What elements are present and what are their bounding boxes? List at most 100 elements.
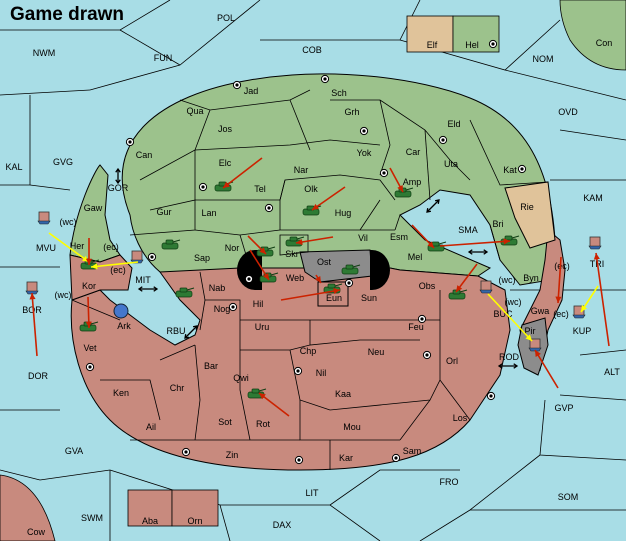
province-label[interactable]: FUN <box>154 53 173 63</box>
province-label[interactable]: Obs <box>419 281 436 291</box>
province-label[interactable]: Sap <box>194 253 210 263</box>
province-label[interactable]: Pir <box>525 326 536 336</box>
province-label[interactable]: Olk <box>304 184 318 194</box>
province-label[interactable]: Eld <box>447 119 460 129</box>
province-label[interactable]: Qwi <box>233 373 249 383</box>
province-label[interactable]: Sam <box>403 446 422 456</box>
province-label[interactable]: (ec) <box>110 265 126 275</box>
province-label[interactable]: Aba <box>142 516 158 526</box>
province-label[interactable]: Elf <box>427 40 438 50</box>
fleet-unit-icon[interactable] <box>25 281 39 295</box>
province-label[interactable]: Uru <box>255 322 270 332</box>
province-label[interactable]: Orn <box>187 516 202 526</box>
province-label[interactable]: LIT <box>305 488 319 498</box>
province-label[interactable]: (ec) <box>103 242 119 252</box>
army-unit-icon[interactable] <box>285 236 305 247</box>
province-label[interactable]: Sot <box>218 417 232 427</box>
province-label[interactable]: Uta <box>444 159 458 169</box>
province-label[interactable]: Grh <box>344 107 359 117</box>
fleet-unit-icon[interactable] <box>130 250 144 264</box>
province-label[interactable]: SOM <box>558 492 579 502</box>
province-label[interactable]: FRO <box>440 477 459 487</box>
fleet-unit-icon[interactable] <box>572 305 586 319</box>
province-label[interactable]: Tel <box>254 184 266 194</box>
province-label[interactable]: Sch <box>331 88 347 98</box>
province-label[interactable]: MVU <box>36 243 56 253</box>
province-label[interactable]: GVA <box>65 446 83 456</box>
province-label[interactable]: Rot <box>256 419 271 429</box>
province-label[interactable]: Zin <box>226 450 239 460</box>
province-label[interactable]: Nil <box>316 368 327 378</box>
province-label[interactable]: Ost <box>317 257 332 267</box>
province-label[interactable]: DAX <box>273 520 292 530</box>
province-label[interactable]: SWM <box>81 513 103 523</box>
province-label[interactable]: NWM <box>33 48 56 58</box>
province-label[interactable]: Can <box>136 150 153 160</box>
province-label[interactable]: Kor <box>82 281 96 291</box>
province-label[interactable]: POL <box>217 13 235 23</box>
province-label[interactable]: RBU <box>166 326 185 336</box>
province-label[interactable]: Bri <box>493 219 504 229</box>
province-label[interactable]: Ark <box>117 321 131 331</box>
province-label[interactable]: Hug <box>335 208 352 218</box>
province-label[interactable]: Mou <box>343 422 361 432</box>
province-label[interactable]: Jad <box>244 86 259 96</box>
province-label[interactable]: (ec) <box>553 309 569 319</box>
province-label[interactable]: Ken <box>113 388 129 398</box>
province-label[interactable]: Kaa <box>335 389 351 399</box>
province-label[interactable]: Cow <box>27 527 46 537</box>
province-label[interactable]: Car <box>406 147 421 157</box>
province-label[interactable]: Lan <box>201 208 216 218</box>
province-label[interactable]: KAL <box>5 162 22 172</box>
fleet-unit-icon[interactable] <box>113 303 129 319</box>
province-label[interactable]: Eun <box>326 293 342 303</box>
fleet-unit-icon[interactable] <box>37 211 51 225</box>
province-label[interactable]: BOR <box>22 305 42 315</box>
province-label[interactable]: GVG <box>53 157 73 167</box>
province-label[interactable]: Orl <box>446 356 458 366</box>
army-unit-icon[interactable] <box>341 264 361 275</box>
fleet-unit-icon[interactable] <box>528 338 542 352</box>
province-label[interactable]: Gwa <box>531 306 550 316</box>
province-label[interactable]: (wc) <box>499 275 516 285</box>
province-label[interactable]: Chr <box>170 383 185 393</box>
province-label[interactable]: Her <box>70 241 85 251</box>
fleet-unit-icon[interactable] <box>479 280 493 294</box>
fleet-unit-icon[interactable] <box>588 236 602 250</box>
province-label[interactable]: DOR <box>28 371 49 381</box>
province-label[interactable]: KUP <box>573 326 592 336</box>
province-label[interactable]: KAM <box>583 193 603 203</box>
province-label[interactable]: Byn <box>523 273 539 283</box>
province-label[interactable]: Sun <box>361 293 377 303</box>
province-label[interactable]: Nog <box>214 304 231 314</box>
province-label[interactable]: BUC <box>493 309 513 319</box>
province-label[interactable]: ALT <box>604 367 620 377</box>
province-label[interactable]: Ail <box>146 422 156 432</box>
province-label[interactable]: Los <box>453 413 468 423</box>
province-label[interactable]: MIT <box>135 275 151 285</box>
province-label[interactable]: Con <box>596 38 613 48</box>
province-label[interactable]: Kar <box>339 453 353 463</box>
province-label[interactable]: (wc) <box>60 217 77 227</box>
province-label[interactable]: Vet <box>83 343 97 353</box>
province-label[interactable]: Feu <box>408 322 424 332</box>
province-label[interactable]: GOR <box>108 183 129 193</box>
province-label[interactable]: SMA <box>458 225 478 235</box>
province-label[interactable]: Mel <box>408 252 423 262</box>
province-label[interactable]: Bar <box>204 361 218 371</box>
province-label[interactable]: Yok <box>357 148 372 158</box>
province-label[interactable]: Hel <box>465 40 479 50</box>
province-label[interactable]: Esm <box>390 232 408 242</box>
province-label[interactable]: (wc) <box>505 297 522 307</box>
province-label[interactable]: Neu <box>368 347 385 357</box>
province-label[interactable]: Jos <box>218 124 233 134</box>
province-label[interactable]: Elc <box>219 158 232 168</box>
province-label[interactable]: GVP <box>554 403 573 413</box>
province-label[interactable]: Skr <box>285 249 299 259</box>
province-label[interactable]: Amp <box>403 177 422 187</box>
province-label[interactable]: Hil <box>253 299 264 309</box>
province-label[interactable]: ROD <box>499 352 520 362</box>
army-unit-icon[interactable] <box>175 287 195 298</box>
army-unit-icon[interactable] <box>161 239 181 250</box>
